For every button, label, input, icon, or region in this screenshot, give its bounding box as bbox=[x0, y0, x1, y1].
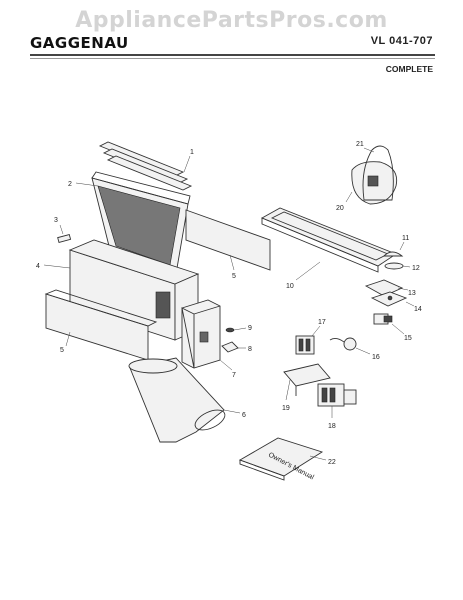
callout-16: 16 bbox=[372, 354, 380, 361]
header-rule-thin bbox=[30, 58, 435, 59]
part-14-bracket bbox=[370, 291, 415, 307]
part-13-light-housing bbox=[364, 279, 409, 297]
callout-17: 17 bbox=[318, 319, 326, 326]
part-5-panel-front bbox=[44, 289, 158, 361]
part-5-panel-right bbox=[185, 209, 271, 271]
callout-14: 14 bbox=[414, 306, 422, 313]
part-8-plate bbox=[221, 341, 246, 353]
callout-9: 9 bbox=[248, 325, 252, 332]
callout-15: 15 bbox=[404, 335, 412, 342]
part-9-screw bbox=[225, 327, 247, 333]
callout-20: 20 bbox=[336, 205, 344, 212]
callout-8: 8 bbox=[248, 346, 252, 353]
callout-7: 7 bbox=[232, 372, 236, 379]
part-3-clip bbox=[57, 224, 72, 244]
callout-2: 2 bbox=[68, 181, 72, 188]
part-7-bracket bbox=[181, 299, 233, 371]
callout-5a: 5 bbox=[232, 273, 236, 280]
header-rule bbox=[30, 54, 435, 56]
watermark-text: AppliancePartsPros.com bbox=[75, 8, 388, 33]
callout-12: 12 bbox=[412, 265, 420, 272]
callout-10: 10 bbox=[286, 283, 294, 290]
brand-logo: GAGGENAU bbox=[30, 34, 129, 52]
callout-18: 18 bbox=[328, 423, 336, 430]
diagram-subtitle: COMPLETE bbox=[385, 64, 433, 74]
part-1-filter-strips bbox=[98, 141, 193, 191]
callout-22: 22 bbox=[328, 459, 336, 466]
part-11-lamp-cover bbox=[382, 241, 405, 257]
part-16-capacitor bbox=[329, 337, 371, 355]
part-18-switch-assembly bbox=[317, 383, 357, 418]
callout-19: 19 bbox=[282, 405, 290, 412]
model-number: VL 041-707 bbox=[370, 35, 433, 47]
part-15-lamp-socket bbox=[373, 313, 405, 335]
part-12-lens bbox=[384, 262, 411, 270]
part-22-owners-manual: Owner's Manual bbox=[238, 437, 327, 482]
callout-13: 13 bbox=[408, 290, 416, 297]
callout-1: 1 bbox=[190, 149, 194, 156]
part-20-blower bbox=[345, 161, 398, 205]
callout-11: 11 bbox=[402, 235, 409, 242]
callout-5b: 5 bbox=[60, 347, 64, 354]
part-19-mounting-plate bbox=[283, 363, 331, 401]
callout-4: 4 bbox=[36, 263, 40, 270]
callout-21: 21 bbox=[356, 141, 364, 148]
part-17-terminal-block bbox=[295, 325, 321, 355]
part-6-funnel bbox=[128, 357, 241, 443]
part-10-tray bbox=[260, 207, 397, 281]
part-21-parts-bag bbox=[362, 145, 394, 201]
callout-6: 6 bbox=[242, 412, 246, 419]
callout-3: 3 bbox=[54, 217, 58, 224]
